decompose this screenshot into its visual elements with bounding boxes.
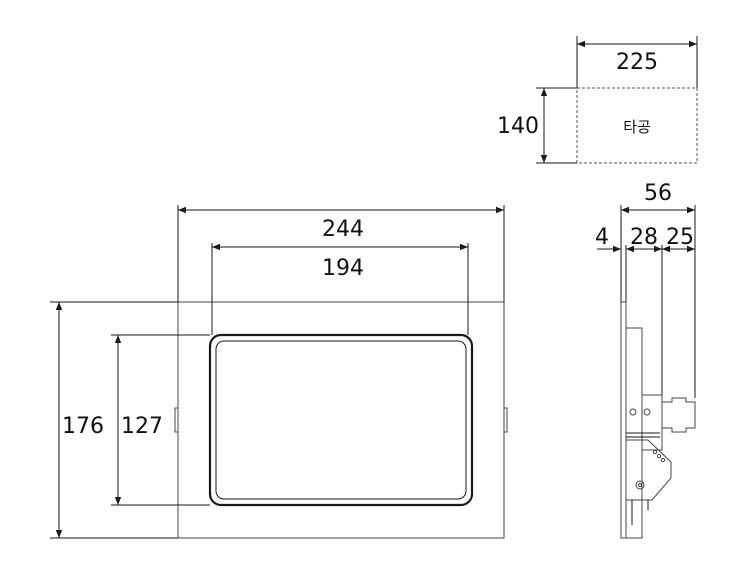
side-connector [661,397,696,433]
depth-a-label: 4 [595,225,609,250]
depth-b-label: 28 [630,225,658,250]
screen-bezel [208,333,474,507]
cutout-rectangle [576,87,698,164]
front-view: 244 194 176 127 [50,205,508,539]
side-bracket [625,439,672,501]
front-panel-outline [177,301,505,539]
outer-height-label: 176 [62,414,104,439]
cutout-view: 225 140 타공 [497,36,698,164]
outer-width-label: 244 [322,217,364,242]
cutout-width-label: 225 [616,50,658,75]
side-view: 56 4 28 25 [595,181,696,539]
screen-inner [215,340,467,500]
side-front-plate [620,301,627,539]
depth-c-label: 25 [666,225,694,250]
screen-width-label: 194 [322,256,364,281]
cutout-height-label: 140 [497,114,539,139]
screen-height-label: 127 [121,414,163,439]
depth-total-label: 56 [644,181,672,206]
cutout-note: 타공 [623,118,651,136]
